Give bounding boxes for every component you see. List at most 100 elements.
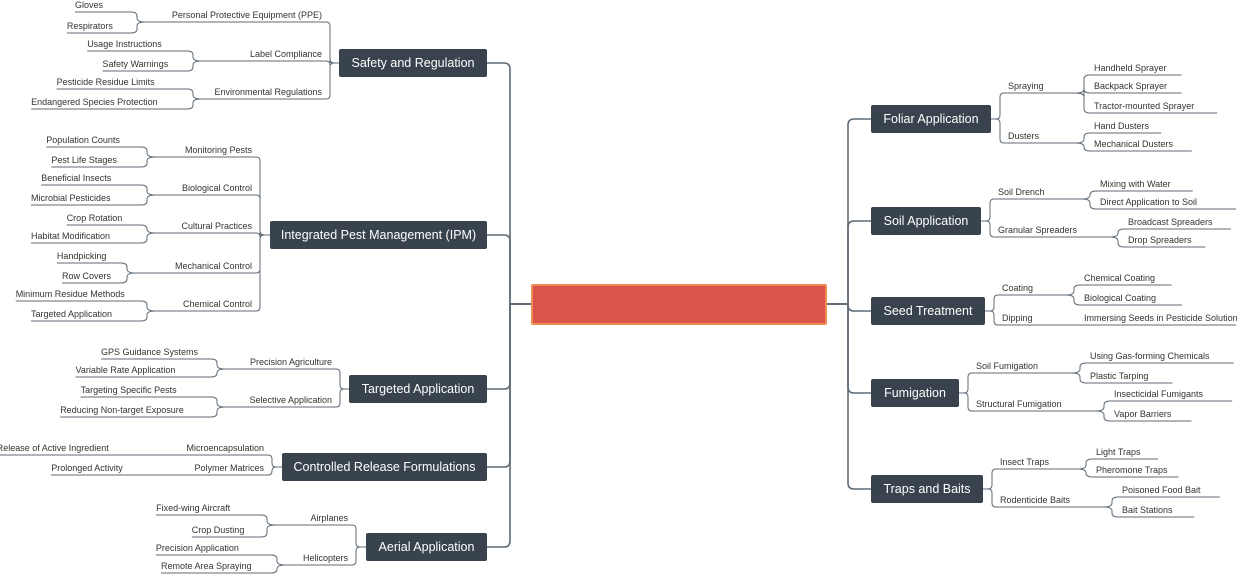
- leaf-mechanical-dusters[interactable]: Mechanical Dusters: [1094, 139, 1174, 149]
- leaf-habitat-modification[interactable]: Habitat Modification: [31, 231, 111, 241]
- branch-integrated-pest-management-ipm[interactable]: Integrated Pest Management (IPM): [270, 221, 487, 249]
- leaf-pheromone-traps[interactable]: Pheromone Traps: [1096, 465, 1168, 475]
- subtopic-soil-drench[interactable]: Soil Drench: [998, 187, 1045, 197]
- subtopic-coating[interactable]: Coating: [1002, 283, 1034, 293]
- branch-controlled-release-formulations[interactable]: Controlled Release Formulations: [282, 453, 487, 481]
- branch-seed-treatment[interactable]: Seed Treatment: [871, 297, 985, 325]
- connector: [827, 303, 871, 394]
- subtopic-soil-fumigation[interactable]: Soil Fumigation: [976, 361, 1039, 371]
- leaf-immersing-seeds-in-pesticide-solution[interactable]: Immersing Seeds in Pesticide Solution: [1084, 313, 1238, 323]
- connector: [75, 368, 226, 378]
- leaf-minimum-residue-methods[interactable]: Minimum Residue Methods: [15, 289, 125, 299]
- leaf-biological-coating[interactable]: Biological Coating: [1084, 293, 1157, 303]
- branch-aerial-application[interactable]: Aerial Application: [366, 533, 487, 561]
- connector: [155, 554, 286, 566]
- leaf-insecticidal-fumigants[interactable]: Insecticidal Fumigants: [1114, 389, 1204, 399]
- branch-safety-and-regulation[interactable]: Safety and Regulation: [339, 49, 487, 77]
- subtopic-dipping[interactable]: Dipping: [1002, 313, 1033, 323]
- connector: [56, 262, 136, 274]
- subtopic-mechanical-control[interactable]: Mechanical Control: [174, 261, 252, 271]
- subtopic-spraying[interactable]: Spraying: [1008, 81, 1044, 91]
- leaf-poisoned-food-bait[interactable]: Poisoned Food Bait: [1122, 485, 1201, 495]
- leaf-endangered-species-protection[interactable]: Endangered Species Protection: [31, 97, 158, 107]
- leaf-slow-release-of-active-ingredient[interactable]: Slow Release of Active Ingredient: [0, 443, 109, 453]
- leaf-reducing-non-target-exposure[interactable]: Reducing Non-target Exposure: [60, 405, 184, 415]
- subtopic-airplanes[interactable]: Airplanes: [310, 513, 348, 523]
- connector: [66, 21, 146, 34]
- subtopic-personal-protective-equipment-ppe[interactable]: Personal Protective Equipment (PPE): [171, 10, 322, 20]
- subtopic-dusters[interactable]: Dusters: [1008, 131, 1040, 141]
- leaf-prolonged-activity[interactable]: Prolonged Activity: [51, 463, 123, 473]
- leaf-using-gas-forming-chemicals[interactable]: Using Gas-forming Chemicals: [1090, 351, 1210, 361]
- leaf-plastic-tarping[interactable]: Plastic Tarping: [1090, 371, 1149, 381]
- leaf-handpicking[interactable]: Handpicking: [56, 251, 107, 261]
- subtopic-cultural-practices[interactable]: Cultural Practices: [181, 221, 252, 231]
- leaf-broadcast-spreaders[interactable]: Broadcast Spreaders: [1128, 217, 1213, 227]
- leaf-handheld-sprayer[interactable]: Handheld Sprayer: [1094, 63, 1167, 73]
- connector: [1071, 372, 1173, 384]
- branch-soil-application[interactable]: Soil Application: [871, 207, 981, 235]
- connector: [46, 146, 156, 158]
- leaf-hand-dusters[interactable]: Hand Dusters: [1094, 121, 1150, 131]
- leaf-bait-stations[interactable]: Bait Stations: [1122, 505, 1173, 515]
- leaf-row-covers[interactable]: Row Covers: [62, 271, 112, 281]
- subtopic-monitoring-pests[interactable]: Monitoring Pests: [184, 145, 252, 155]
- connector: [225, 388, 349, 408]
- subtopic-helicopters[interactable]: Helicopters: [302, 553, 348, 563]
- connector: [1109, 236, 1206, 248]
- leaf-precision-application[interactable]: Precision Application: [155, 543, 239, 553]
- subtopic-precision-agriculture[interactable]: Precision Agriculture: [249, 357, 332, 367]
- subtopic-label-compliance[interactable]: Label Compliance: [249, 49, 322, 59]
- leaf-crop-dusting[interactable]: Crop Dusting: [191, 525, 245, 535]
- leaf-light-traps[interactable]: Light Traps: [1096, 447, 1141, 457]
- connector: [827, 118, 871, 305]
- leaf-fixed-wing-aircraft[interactable]: Fixed-wing Aircraft: [156, 503, 231, 513]
- leaf-vapor-barriers[interactable]: Vapor Barriers: [1114, 409, 1172, 419]
- leaf-variable-rate-application[interactable]: Variable Rate Application: [75, 365, 176, 375]
- connector: [991, 92, 1076, 120]
- leaf-pesticide-residue-limits[interactable]: Pesticide Residue Limits: [56, 77, 155, 87]
- leaf-beneficial-insects[interactable]: Beneficial Insects: [41, 173, 112, 183]
- leaf-pest-life-stages[interactable]: Pest Life Stages: [51, 155, 117, 165]
- leaf-chemical-coating[interactable]: Chemical Coating: [1084, 273, 1156, 283]
- subtopic-insect-traps[interactable]: Insect Traps: [1000, 457, 1050, 467]
- leaf-mixing-with-water[interactable]: Mixing with Water: [1100, 179, 1171, 189]
- leaf-targeted-application[interactable]: Targeted Application: [31, 309, 113, 319]
- subtopic-biological-control[interactable]: Biological Control: [181, 183, 252, 193]
- subtopic-structural-fumigation[interactable]: Structural Fumigation: [976, 399, 1062, 409]
- leaf-direct-application-to-soil[interactable]: Direct Application to Soil: [1100, 197, 1198, 207]
- connector: [1077, 458, 1159, 470]
- branch-foliar-application[interactable]: Foliar Application: [871, 105, 991, 133]
- subtopic-chemical-control[interactable]: Chemical Control: [182, 299, 252, 309]
- connector: [827, 220, 871, 305]
- leaf-tractor-mounted-sprayer[interactable]: Tractor-mounted Sprayer: [1094, 101, 1195, 111]
- subtopic-polymer-matrices[interactable]: Polymer Matrices: [194, 463, 264, 473]
- leaf-usage-instructions[interactable]: Usage Instructions: [87, 39, 162, 49]
- subtopic-microencapsulation[interactable]: Microencapsulation: [186, 443, 264, 453]
- connector: [959, 372, 1072, 394]
- connector: [87, 50, 202, 62]
- leaf-targeting-specific-pests[interactable]: Targeting Specific Pests: [80, 385, 177, 395]
- connector: [275, 524, 366, 548]
- root-topic[interactable]: [531, 284, 827, 325]
- leaf-drop-spreaders[interactable]: Drop Spreaders: [1128, 235, 1192, 245]
- branch-fumigation[interactable]: Fumigation: [871, 379, 959, 407]
- connector: [191, 524, 276, 538]
- connector: [487, 62, 531, 305]
- subtopic-selective-application[interactable]: Selective Application: [249, 395, 332, 405]
- leaf-microbial-pesticides[interactable]: Microbial Pesticides: [31, 193, 111, 203]
- leaf-gloves[interactable]: Gloves: [75, 0, 104, 10]
- branch-traps-and-baits[interactable]: Traps and Baits: [871, 475, 983, 503]
- branch-targeted-application[interactable]: Targeted Application: [349, 375, 487, 403]
- subtopic-rodenticide-baits[interactable]: Rodenticide Baits: [1000, 495, 1071, 505]
- connector: [1109, 228, 1231, 238]
- subtopic-granular-spreaders[interactable]: Granular Spreaders: [998, 225, 1078, 235]
- leaf-backpack-sprayer[interactable]: Backpack Sprayer: [1094, 81, 1168, 91]
- leaf-crop-rotation[interactable]: Crop Rotation: [66, 213, 123, 223]
- leaf-gps-guidance-systems[interactable]: GPS Guidance Systems: [101, 347, 199, 357]
- leaf-remote-area-spraying[interactable]: Remote Area Spraying: [161, 561, 252, 571]
- leaf-respirators[interactable]: Respirators: [66, 21, 113, 31]
- leaf-safety-warnings[interactable]: Safety Warnings: [102, 59, 169, 69]
- subtopic-environmental-regulations[interactable]: Environmental Regulations: [214, 87, 322, 97]
- leaf-population-counts[interactable]: Population Counts: [46, 135, 120, 145]
